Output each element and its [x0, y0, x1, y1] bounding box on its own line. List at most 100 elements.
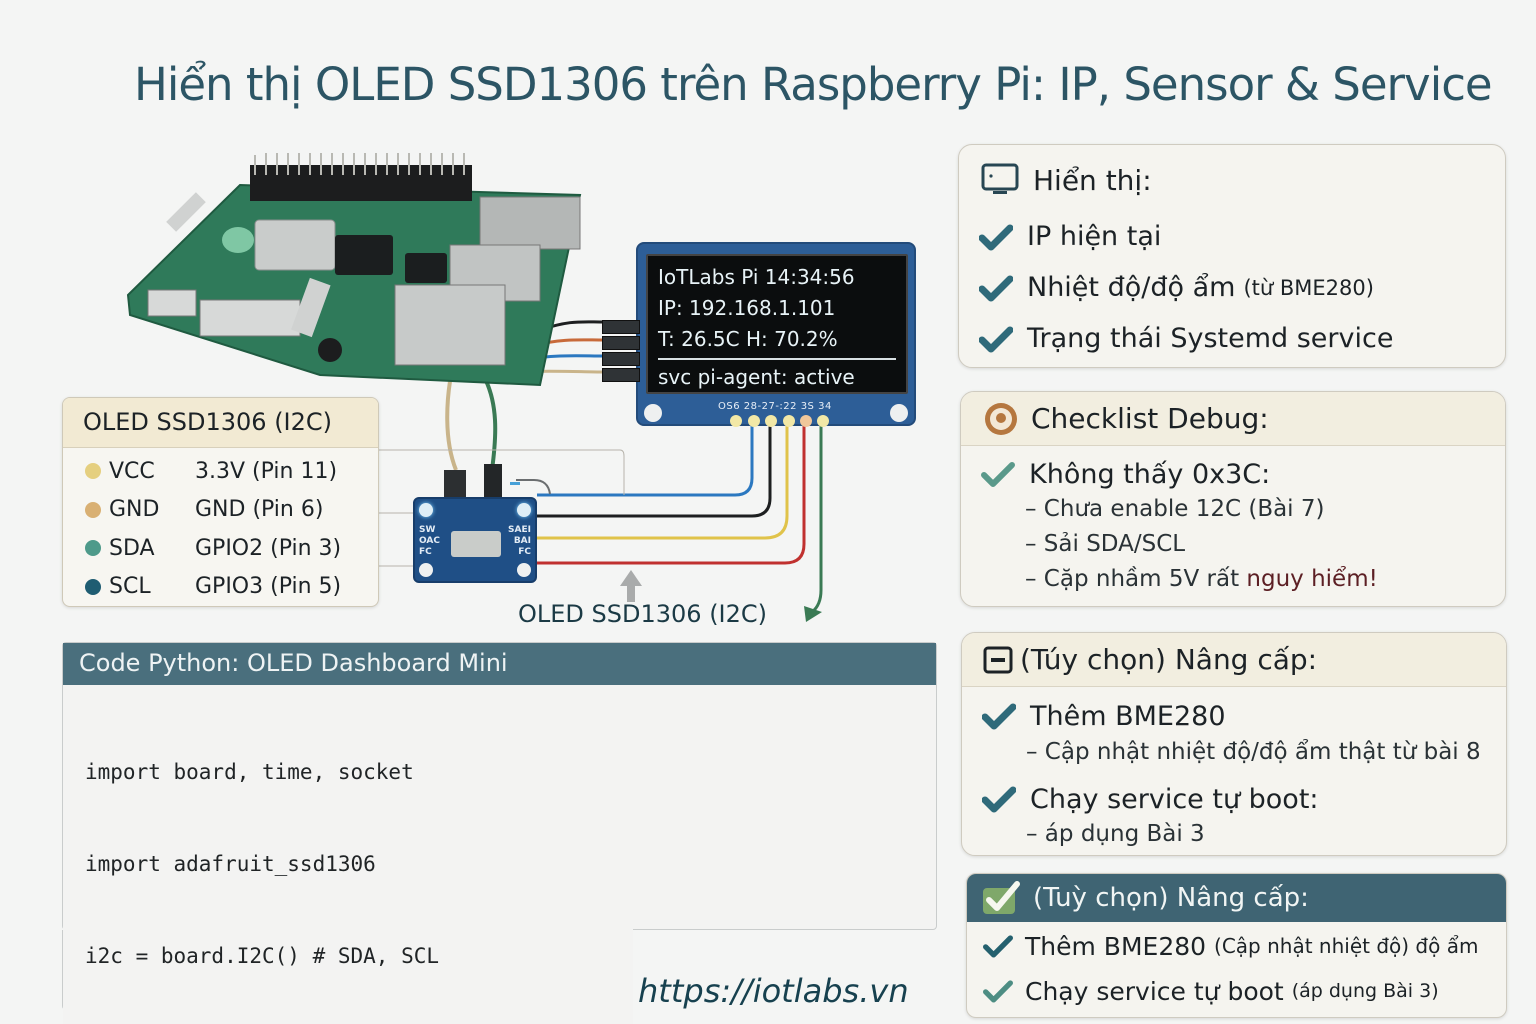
wire-green-arrowhead — [804, 606, 822, 622]
check-icon — [983, 935, 1013, 958]
debug-sub-item: – Chưa enable 12C (Bài 7) — [1025, 496, 1325, 522]
oled-line-ip: IP: 192.168.1.101 — [658, 296, 836, 320]
upgrade-sub-item: – Cập nhật nhiệt độ/độ ẩm thật từ bài 8 — [1026, 739, 1481, 765]
debug-item: Không thấy 0x3C: — [961, 446, 1505, 496]
display-item: Nhiệt độ/độ ẩm (từ BME280) — [959, 262, 1505, 313]
pin-row-gnd: GND GND (Pin 6) — [63, 491, 378, 530]
oled-screen: IoTLabs Pi 14:34:56 IP: 192.168.1.101 T:… — [646, 254, 908, 394]
oled-pin — [748, 415, 760, 427]
oled-divider — [658, 358, 896, 360]
oled-pin — [765, 415, 777, 427]
upgrade-summary-header: (Tuỳ chọn) Nâng cấp: — [967, 874, 1506, 922]
upgrade-summary-text: Chạy service tự boot — [1025, 976, 1284, 1006]
check-icon — [979, 275, 1013, 301]
module-right-label: SAEI BAI FC — [508, 525, 531, 557]
camera-connector — [166, 192, 206, 232]
debug-sub-item: – Sải SDA/SCL — [1025, 531, 1186, 557]
oled-line-sensor: T: 26.5C H: 70.2% — [658, 327, 838, 351]
upgrade-sub-item: – áp dụng Bài 3 — [1026, 821, 1205, 847]
pin-color-dot — [85, 501, 101, 518]
check-icon — [981, 462, 1015, 487]
display-item: Trạng thái Systemd service — [959, 313, 1505, 364]
pin-mapping-card: OLED SSD1306 (I2C) VCC 3.3V (Pin 11) GND… — [62, 397, 379, 607]
pin-color-dot — [85, 463, 101, 480]
pin-row-sda: SDA GPIO2 (Pin 3) — [63, 529, 378, 568]
upgrade-item-text: Chạy service tự boot: — [1030, 783, 1319, 815]
upgrade-card-title: (Túy chọn) Nâng cấp: — [1020, 643, 1318, 676]
check-icon — [982, 703, 1016, 730]
upgrade-item: Chạy service tự boot: — [962, 777, 1506, 821]
code-panel-title: Code Python: OLED Dashboard Mini — [63, 643, 936, 685]
display-item-text: IP hiện tại — [1027, 221, 1162, 252]
pin-color-dot — [85, 540, 101, 557]
wire-red — [537, 420, 806, 565]
module-left-label: SW OAC FC — [419, 525, 440, 557]
upgrade-summary-note: (áp dụng Bài 3) — [1291, 980, 1439, 1002]
pin-name: VCC — [109, 458, 155, 484]
upgrade-summary-text: Thêm BME280 — [1025, 931, 1207, 961]
mount-hole — [419, 563, 433, 577]
upgrade-item-text: Thêm BME280 — [1030, 700, 1226, 732]
up-arrow-head — [620, 570, 642, 586]
pin-card-title: OLED SSD1306 (I2C) — [63, 398, 378, 448]
pin-name: SDA — [109, 535, 155, 561]
code-panel: Code Python: OLED Dashboard Mini import … — [62, 642, 937, 1024]
wire-yellow — [537, 420, 789, 540]
debug-checklist-card: Checklist Debug: Không thấy 0x3C: – Chưa… — [960, 391, 1506, 607]
check-icon — [982, 786, 1016, 813]
danger-text: nguy hiểm! — [1246, 566, 1378, 592]
display-item: IP hiện tại — [959, 211, 1505, 262]
debug-target-icon — [985, 402, 1017, 435]
upgrade-item: Thêm BME280 — [962, 687, 1506, 739]
ram-chip — [335, 235, 393, 275]
upgrade-summary-note: (Cập nhật nhiệt độ) độ ẩm — [1214, 934, 1479, 958]
upgrade-card-header: (Túy chọn) Nâng cấp: — [962, 633, 1506, 687]
i2c-sensor-module: SW OAC FC SAEI BAI FC — [413, 497, 537, 583]
hdmi-port — [199, 299, 301, 337]
oled-pin-labels: OS6 28-27-:22 3S 34 — [718, 401, 832, 412]
wire-blue — [537, 420, 754, 497]
oled-display-module: IoTLabs Pi 14:34:56 IP: 192.168.1.101 T:… — [602, 242, 916, 427]
pi-logo — [222, 227, 254, 253]
pin-assignment: GND (Pin 6) — [195, 497, 324, 523]
display-card-title: Hiển thị: — [1033, 163, 1152, 197]
upgrade-summary-item: Thêm BME280 (Cập nhật nhiệt độ) độ ẩm — [967, 922, 1506, 970]
upgrade-summary-card: (Tuỳ chọn) Nâng cấp: Thêm BME280 (Cập nh… — [966, 873, 1507, 1018]
oled-pin-header — [602, 320, 640, 382]
pin-color-dot — [85, 578, 101, 595]
audio-jack — [318, 338, 342, 362]
mount-hole — [890, 404, 908, 422]
check-icon — [979, 224, 1013, 250]
pin-assignment: GPIO2 (Pin 3) — [195, 535, 342, 561]
mount-hole — [517, 563, 531, 577]
upgrade-summary-title: (Tuỳ chọn) Nâng cấp: — [1033, 883, 1309, 913]
code-line: import adafruit_ssd1306 — [85, 851, 376, 876]
display-connector — [291, 277, 331, 338]
pin-row-vcc: VCC 3.3V (Pin 11) — [63, 452, 378, 491]
soc-chip — [254, 219, 336, 271]
power-port — [147, 289, 197, 317]
page-title: Hiển thị OLED SSD1306 trên Raspberry Pi:… — [134, 58, 1493, 111]
pin-name: GND — [109, 497, 160, 523]
wire-black — [537, 420, 772, 518]
oled-pin — [730, 415, 742, 427]
website-link[interactable]: https://iotlabs.vn — [638, 972, 909, 1010]
mount-hole — [517, 503, 531, 517]
oled-pin — [800, 415, 812, 427]
mount-hole — [419, 503, 433, 517]
pin-name: SCL — [109, 574, 151, 600]
pin-assignment: GPIO3 (Pin 5) — [195, 574, 342, 600]
mount-hole — [644, 404, 662, 422]
check-icon — [983, 980, 1013, 1003]
module-caption: OLED SSD1306 (I2C) — [518, 600, 768, 628]
debug-card-title: Checklist Debug: — [1031, 402, 1269, 435]
ethernet-port — [394, 284, 506, 366]
debug-sub-text: – Cặp nhầm 5V rất — [1025, 566, 1247, 592]
usb-chip — [405, 253, 447, 283]
raspberry-pi-board — [126, 153, 582, 387]
sensor-chip — [451, 531, 501, 557]
code-line: i2c = board.I2C() # SDA, SCL — [85, 944, 440, 969]
monitor-icon — [981, 163, 1019, 194]
code-block: import board, time, socket import adafru… — [63, 685, 633, 1024]
gpio-header-icon — [250, 153, 472, 201]
